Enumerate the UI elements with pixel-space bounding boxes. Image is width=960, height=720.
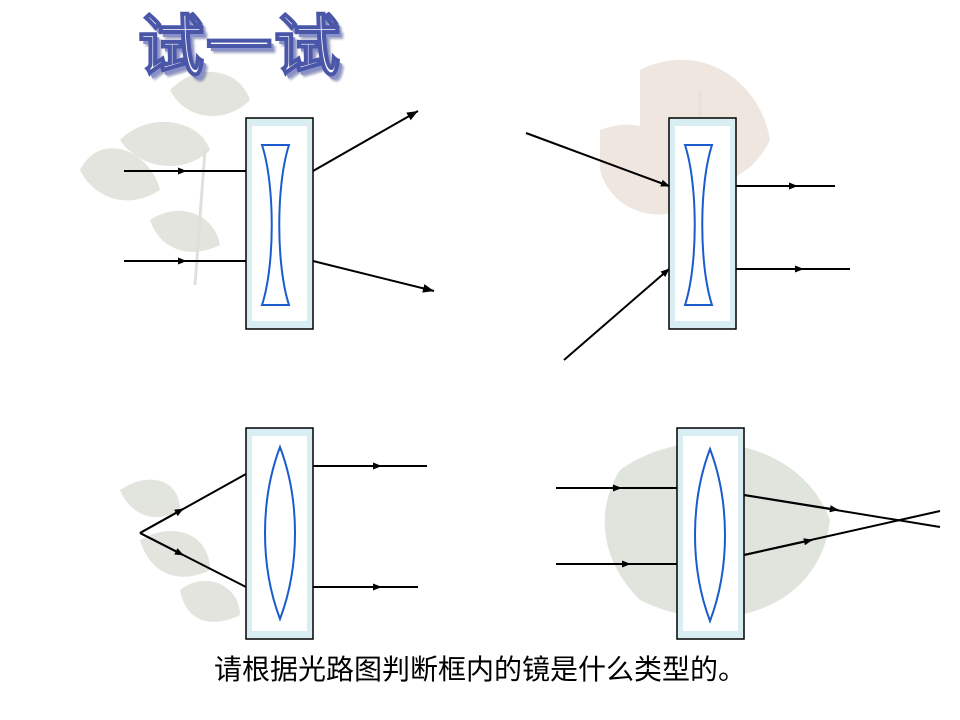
diagram-bottom-right bbox=[556, 427, 941, 640]
diagram-top-right bbox=[525, 117, 850, 361]
ray bbox=[563, 268, 670, 361]
ray bbox=[743, 538, 813, 556]
diagram-top-left bbox=[124, 110, 435, 330]
convex-lens-icon bbox=[264, 444, 296, 622]
convex-lens-icon bbox=[694, 446, 726, 624]
concave-lens-icon bbox=[260, 144, 291, 306]
concave-lens-icon bbox=[683, 144, 714, 306]
ray bbox=[139, 508, 184, 534]
question-caption: 请根据光路图判断框内的镜是什么类型的。 bbox=[213, 653, 746, 686]
ray bbox=[743, 494, 839, 513]
ray bbox=[525, 132, 670, 187]
leaf-watermark-bottom-left bbox=[120, 479, 240, 622]
page-title: 试一试 bbox=[137, 8, 342, 85]
lens-box-inner bbox=[683, 436, 738, 631]
ray bbox=[312, 260, 435, 293]
leaf-watermark-top-left bbox=[80, 71, 250, 286]
ray bbox=[139, 532, 184, 556]
diagram-bottom-left bbox=[139, 427, 427, 640]
lens-box-inner bbox=[252, 436, 307, 631]
ray bbox=[312, 110, 419, 172]
